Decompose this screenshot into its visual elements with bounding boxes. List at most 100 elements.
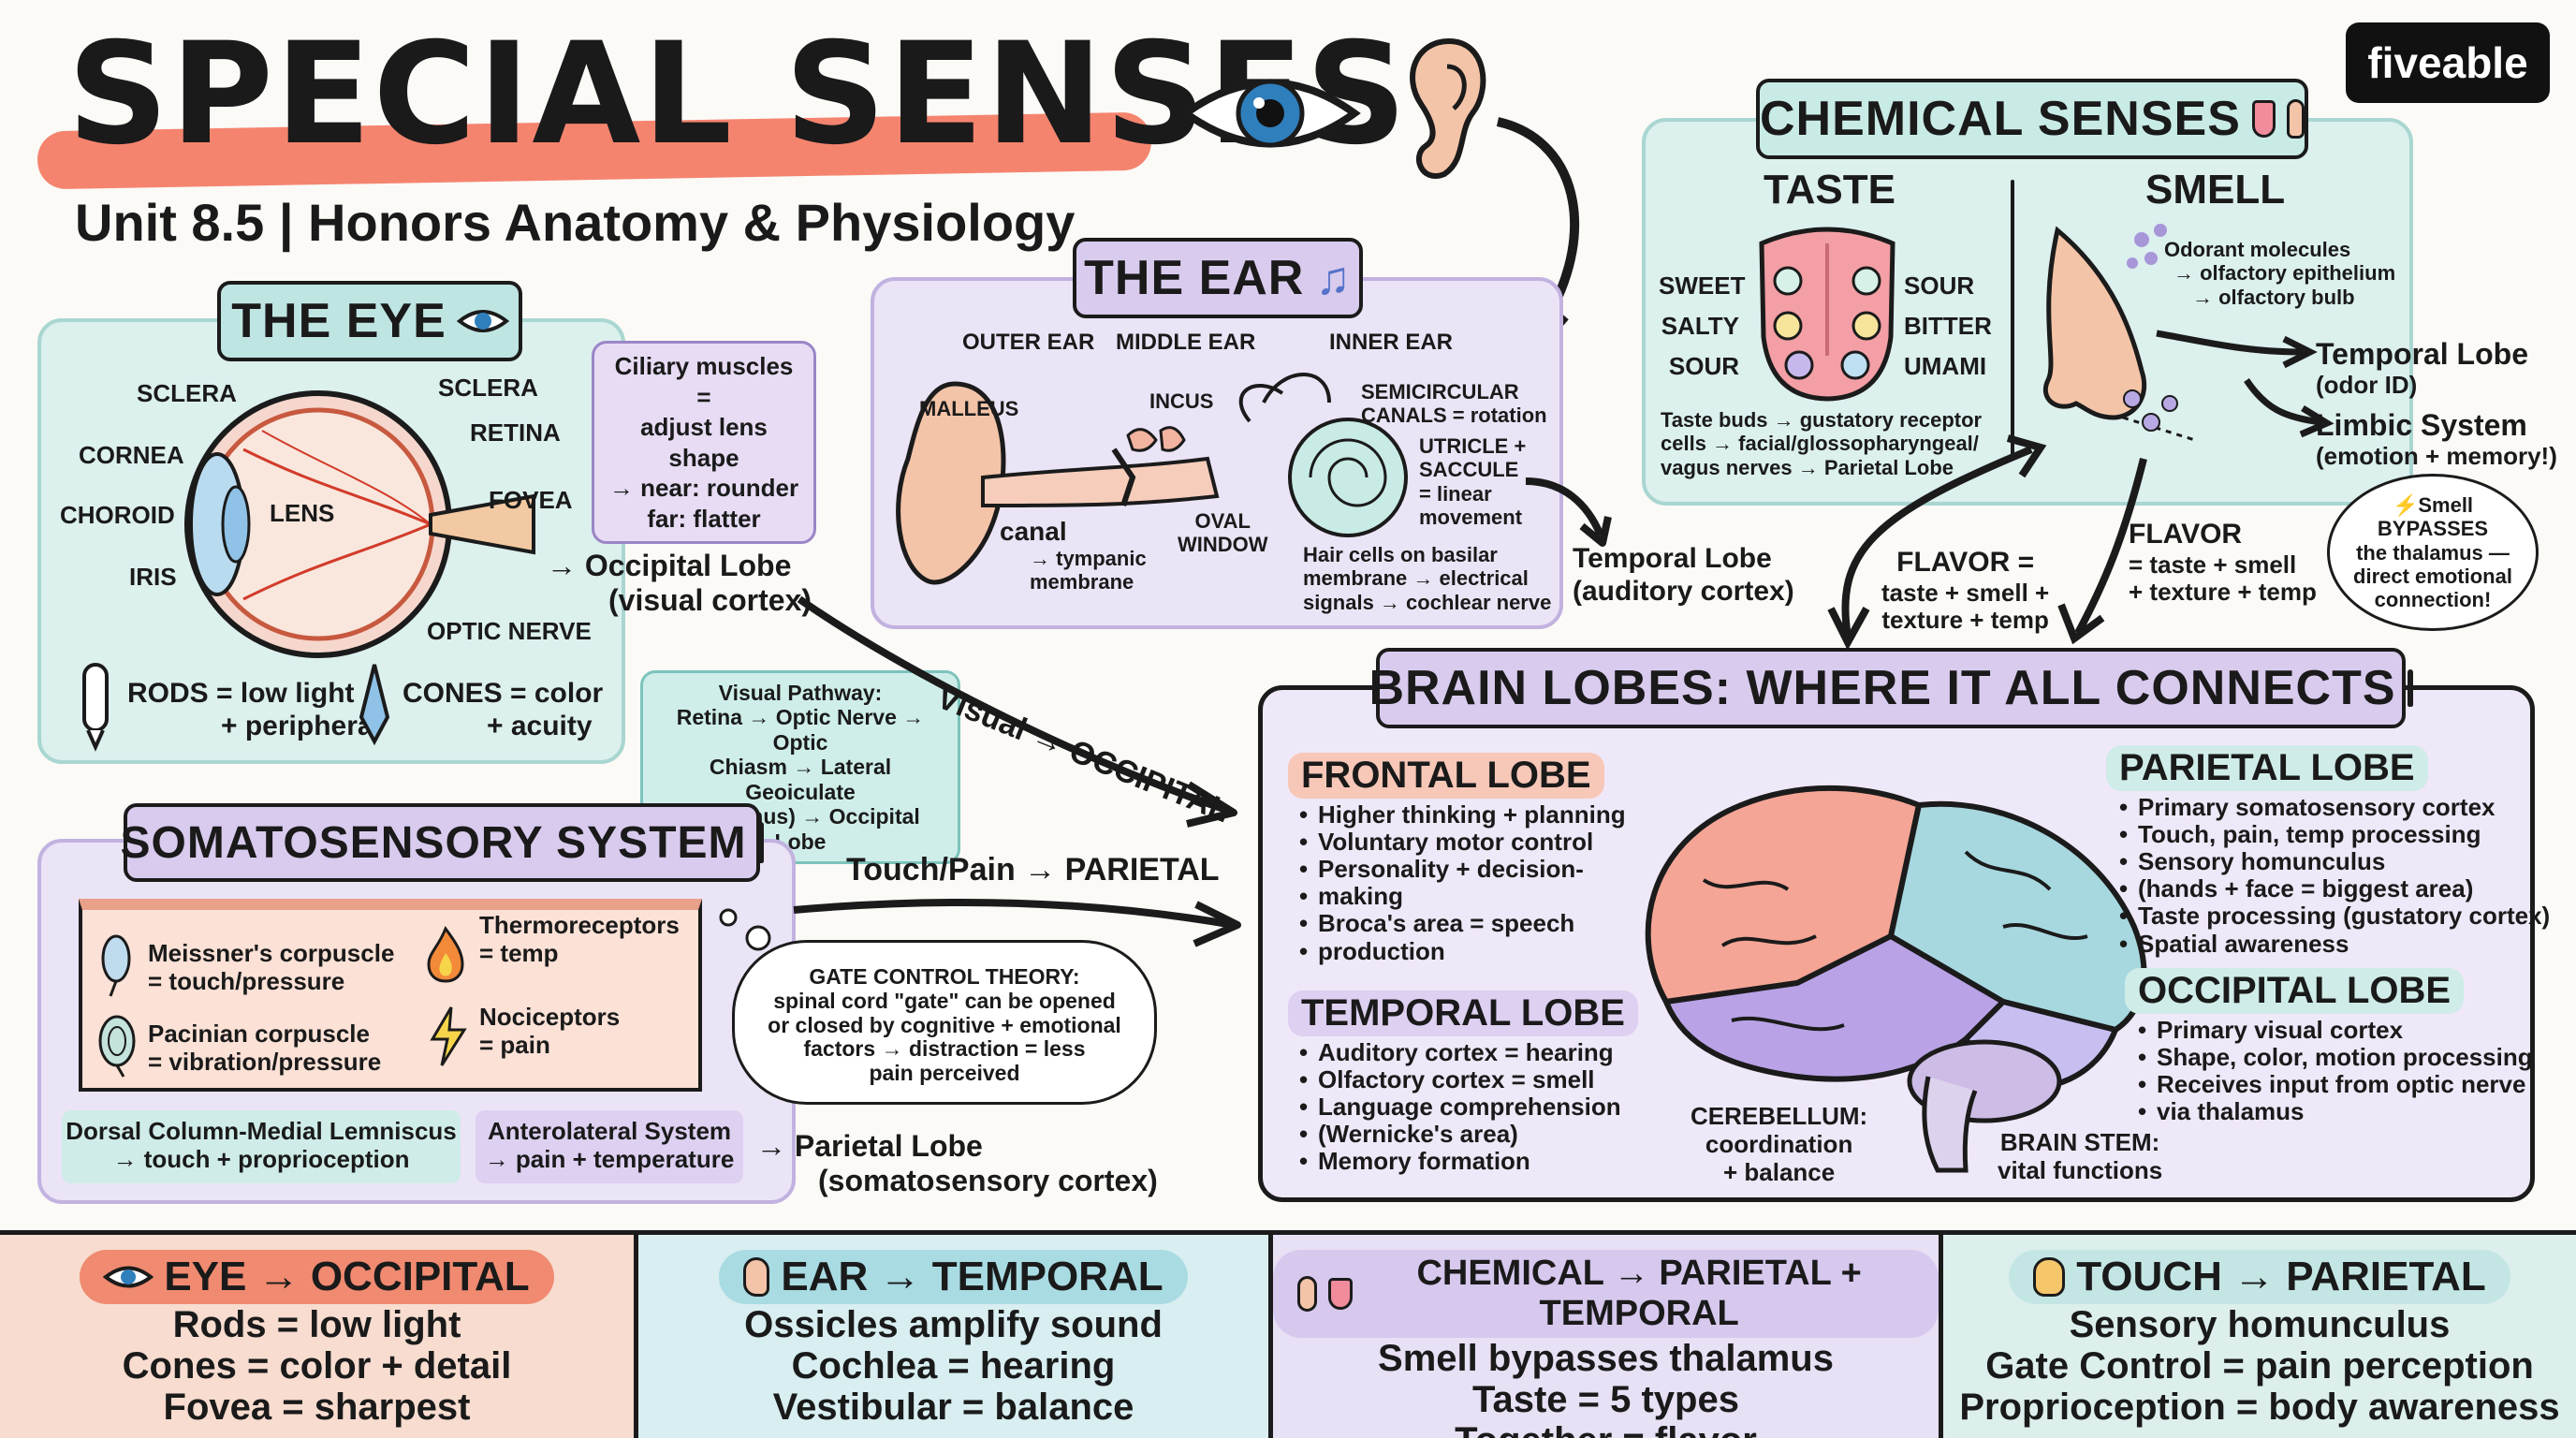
page-subtitle: Unit 8.5 | Honors Anatomy & Physiology <box>75 193 1076 252</box>
eye-destination: → Occipital Lobe (visual cortex) <box>547 549 812 617</box>
nociceptor-text: Nociceptors= pain <box>479 1003 621 1059</box>
summary-touch-line: Proprioception = body awareness <box>1959 1387 2560 1428</box>
ear-diagram <box>896 373 1408 585</box>
summary-ear-line: Vestibular = balance <box>772 1387 1134 1428</box>
smell-temporal: Temporal Lobe(odor ID) <box>2316 337 2528 399</box>
summary-ear-line: Cochlea = hearing <box>791 1345 1116 1387</box>
summary-eye-line: Rods = low light <box>172 1304 461 1345</box>
summary-touch-line: Sensory homunculus <box>2069 1304 2451 1345</box>
flavor-left: FLAVOR =taste + smell +texture + temp <box>1881 547 2050 635</box>
label-optic-nerve: OPTIC NERVE <box>427 617 592 645</box>
summary-touch-line: Gate Control = pain perception <box>1985 1345 2534 1387</box>
smell-note: Odorant molecules→ olfactory epithelium→… <box>2164 238 2396 309</box>
label-choroid: CHOROID <box>60 501 175 529</box>
flavor-arrows <box>1827 434 2147 651</box>
touch-arrow <box>793 899 1241 947</box>
cerebellum-label: CEREBELLUM:coordination+ balance <box>1690 1102 1868 1186</box>
temporal-list: Auditory cortex = hearingOlfactory corte… <box>1299 1038 1621 1175</box>
eye-heading: THE EYE <box>217 281 522 361</box>
hand-icon <box>757 822 764 863</box>
visual-arrow <box>797 595 1237 828</box>
thought-bubbles <box>719 908 771 951</box>
parietal-list: Primary somatosensory cortexTouch, pain,… <box>2119 793 2550 957</box>
rods-icon <box>82 663 109 752</box>
frontal-title: FRONTAL LOBE <box>1288 753 1604 799</box>
summary-ear-pill: EAR → TEMPORAL <box>719 1250 1188 1304</box>
taste-smell-divider <box>2011 180 2014 461</box>
label-retina: RETINA <box>470 418 561 447</box>
parietal-title: PARIETAL LOBE <box>2106 745 2428 791</box>
eye-small-icon <box>456 310 509 332</box>
cones-icon <box>359 664 390 746</box>
thermoreceptor-text: Thermoreceptors= temp <box>479 911 680 967</box>
eye-summary-icon <box>103 1266 154 1288</box>
summary-eye: EYE → OCCIPITAL Rods = low light Cones =… <box>0 1230 638 1438</box>
taste-heading: TASTE <box>1764 167 1895 213</box>
summary-chemical-line: Smell bypasses thalamus <box>1378 1338 1834 1379</box>
brain-heading: BRAIN LOBES: WHERE IT ALL CONNECTS <box>1368 648 2413 728</box>
summary-touch-pill: TOUCH → PARIETAL <box>2009 1250 2510 1304</box>
flavor-right: FLAVOR= taste + smell+ texture + temp <box>2129 519 2317 607</box>
smell-arrows <box>2156 330 2334 438</box>
brain-diagram <box>1645 785 2147 1173</box>
ear-section-outer: OUTER EAR <box>962 330 1095 355</box>
temporal-title: TEMPORAL LOBE <box>1288 990 1638 1036</box>
ciliary-note: Ciliary muscles =adjust lens shape→ near… <box>592 341 816 544</box>
summary-eye-line: Fovea = sharpest <box>163 1387 471 1428</box>
label-cornea: CORNEA <box>79 441 184 469</box>
label-sclera-right: SCLERA <box>438 374 538 402</box>
brain-stem-label: BRAIN STEM:vital functions <box>1998 1128 2163 1184</box>
smell-limbic: Limbic System(emotion + memory!) <box>2316 408 2557 470</box>
rods-text: RODS = low light+ peripheral <box>127 678 381 741</box>
pacinian-text: Pacinian corpuscle= vibration/pressure <box>148 1020 382 1076</box>
lightning-icon <box>430 1006 467 1066</box>
summary-ear-line: Ossicles amplify sound <box>744 1304 1163 1345</box>
chemical-heading: CHEMICAL SENSES <box>1756 79 2308 159</box>
smell-heading: SMELL <box>2145 167 2286 213</box>
label-fovea: FOVEA <box>489 486 573 514</box>
label-iris: IRIS <box>129 563 177 591</box>
touch-arrow-label: Touch/Pain → PARIETAL <box>846 852 1220 888</box>
meissner-icon <box>101 934 131 997</box>
nose-summary-icon <box>1297 1276 1318 1312</box>
nose-icon <box>2286 99 2305 139</box>
ear-section-inner: INNER EAR <box>1329 330 1454 355</box>
summary-touch: TOUCH → PARIETAL Sensory homunculus Gate… <box>1943 1230 2576 1438</box>
ear-icon <box>1410 37 1486 179</box>
summary-chemical: CHEMICAL → PARIETAL + TEMPORAL Smell byp… <box>1273 1230 1943 1438</box>
ear-destination: Temporal Lobe(auditory cortex) <box>1573 543 1794 607</box>
summary-eye-pill: EYE → OCCIPITAL <box>80 1250 554 1304</box>
frontal-list: Higher thinking + planningVoluntary moto… <box>1299 800 1626 964</box>
anterolateral-box: Anterolateral System→ pain + temperature <box>476 1110 743 1183</box>
hand-summary-icon <box>2033 1257 2066 1297</box>
gate-control-note: GATE CONTROL THEORY:spinal cord "gate" c… <box>732 940 1157 1105</box>
music-note-icon: ♫ <box>1315 252 1352 304</box>
meissner-text: Meissner's corpuscle= touch/pressure <box>148 939 395 995</box>
dorsal-column-box: Dorsal Column-Medial Lemniscus→ touch + … <box>62 1110 461 1183</box>
cones-text: CONES = color+ acuity <box>402 678 604 741</box>
flame-icon <box>427 925 464 983</box>
label-canal: canal <box>1000 517 1067 546</box>
nose-diagram <box>2042 224 2199 443</box>
skin-cross-section <box>79 899 702 1092</box>
summary-chemical-line: Taste = 5 types <box>1472 1379 1739 1420</box>
ear-arrow <box>1525 477 1612 547</box>
page-title: SPECIAL SENSES <box>67 13 1409 176</box>
label-malleus: MALLEUS <box>919 397 1019 420</box>
tongue-diagram <box>1759 227 1895 402</box>
soma-destination: → Parietal Lobe(somatosensory cortex) <box>756 1129 1158 1197</box>
somatosensory-heading: SOMATOSENSORY SYSTEM <box>121 803 764 882</box>
label-sclera-left: SCLERA <box>137 379 237 407</box>
label-incus: INCUS <box>1149 389 1214 413</box>
summary-ear: EAR → TEMPORAL Ossicles amplify sound Co… <box>638 1230 1273 1438</box>
pacinian-icon <box>98 1015 136 1078</box>
ear-section-middle: MIDDLE EAR <box>1116 330 1256 355</box>
tongue-icon <box>2251 100 2276 138</box>
